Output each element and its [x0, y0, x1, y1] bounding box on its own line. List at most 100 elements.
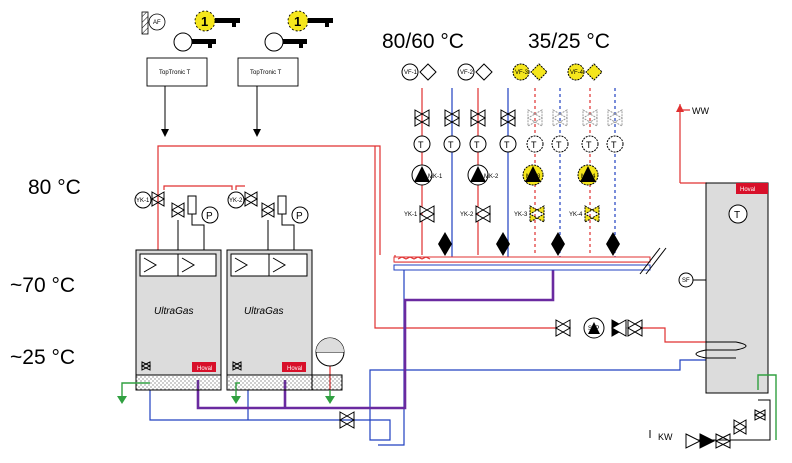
thermostat-icon — [475, 63, 493, 81]
controller-label: TopTronic T — [159, 70, 191, 76]
valve-icon — [244, 191, 258, 207]
pressure-gauge-icon — [291, 206, 309, 224]
heating-circuits: VF-1 T T MK-1 YK-1 VF-2 T T — [401, 63, 624, 256]
boiler-valve-group-1: YK-1 P — [134, 191, 219, 250]
return-valve-icon[interactable] — [338, 411, 356, 429]
thermostat-icon — [419, 63, 437, 81]
controller-panel — [146, 57, 208, 87]
svg-text:VF-4: VF-4 — [570, 70, 584, 76]
heat-exchanger-icon — [230, 253, 270, 277]
loading-circuit: SLP — [554, 317, 644, 339]
svg-text:MK-3: MK-3 — [526, 174, 541, 180]
svg-text:T: T — [531, 140, 537, 150]
controller-1[interactable]: 1 TopTronic T — [146, 10, 240, 137]
thermometer-icon — [413, 135, 431, 153]
temp-label-70: ~70 °C — [10, 274, 75, 297]
drain-valve-icon — [140, 361, 152, 371]
check-valve-icon — [496, 232, 510, 256]
mixing-valve-icon — [418, 205, 436, 223]
cold-water-inlet: KW — [649, 374, 777, 449]
svg-text:MK-1: MK-1 — [428, 174, 443, 180]
thermometer-icon — [499, 135, 517, 153]
svg-text:Hoval: Hoval — [740, 187, 755, 193]
check-valve-icon — [699, 433, 716, 449]
expansion-icon — [187, 195, 197, 215]
thermometer-icon — [581, 135, 599, 153]
circuit-1: VF-1 T T MK-1 YK-1 — [401, 63, 461, 256]
valve-icon — [443, 109, 461, 127]
valve-icon — [714, 433, 732, 449]
svg-text:YK-4: YK-4 — [569, 212, 583, 218]
flow-sensor — [567, 63, 585, 81]
mixing-valve-icon — [528, 205, 546, 223]
storage-tank[interactable]: Hoval T SF — [678, 182, 769, 394]
key-number: 1 — [294, 14, 301, 29]
controller-2[interactable]: 1 TopTronic T — [237, 10, 333, 137]
svg-text:YK-3: YK-3 — [514, 212, 528, 218]
drain-lines — [117, 382, 335, 404]
outdoor-sensor: AF — [141, 11, 166, 35]
brand-badge — [736, 183, 768, 194]
heat-exchanger-icon — [139, 253, 179, 277]
svg-text:P: P — [206, 211, 213, 222]
boiler-2[interactable]: UltraGas Hoval — [226, 249, 313, 391]
flow-sensor — [512, 63, 530, 81]
brand-badge — [192, 362, 216, 372]
boiler-brand: UltraGas — [154, 306, 193, 317]
svg-text:YK-2: YK-2 — [229, 198, 243, 204]
flow-sensor — [457, 63, 475, 81]
valve-icon — [581, 109, 599, 127]
svg-text:T: T — [474, 140, 480, 150]
mixing-valve-icon — [583, 205, 601, 223]
safety-valve-icon — [733, 419, 747, 435]
boiler-1[interactable]: UltraGas Hoval — [135, 249, 222, 391]
svg-text:VF-1: VF-1 — [404, 70, 418, 76]
svg-text:SLP: SLP — [588, 326, 599, 332]
thermometer-icon — [606, 135, 624, 153]
boiler-valve-sensor — [134, 191, 152, 209]
valve-icon — [626, 319, 644, 337]
pressure-gauge-icon — [201, 206, 219, 224]
key-icon — [215, 18, 240, 23]
brand-badge — [282, 362, 306, 372]
drain-valve-icon — [231, 361, 243, 371]
valve-icon — [413, 109, 431, 127]
check-valve-icon — [551, 232, 565, 256]
check-valve-icon — [438, 232, 452, 256]
valve-icon — [753, 409, 767, 421]
circuit-3: VF-3 T T MK-3 YK-3 — [512, 63, 569, 256]
valve-icon — [499, 109, 517, 127]
svg-text:T: T — [504, 140, 510, 150]
svg-text:MK-4: MK-4 — [581, 174, 596, 180]
thermometer-icon — [526, 135, 544, 153]
temp-label-80: 80 °C — [28, 176, 81, 199]
valve-icon — [469, 109, 487, 127]
distribution-header — [393, 247, 667, 275]
thermostat-icon — [585, 63, 603, 81]
svg-text:VF-2: VF-2 — [460, 70, 474, 76]
svg-text:Hoval: Hoval — [287, 366, 302, 372]
svg-text:VF-3: VF-3 — [515, 70, 529, 76]
svg-text:YK-1: YK-1 — [404, 212, 418, 218]
svg-text:Hoval: Hoval — [197, 366, 212, 372]
thermometer-icon — [469, 135, 487, 153]
svg-text:MK-2: MK-2 — [484, 174, 499, 180]
circuit-2: VF-2 T T MK-2 YK-2 — [457, 63, 517, 256]
svg-text:YK-1: YK-1 — [136, 198, 150, 204]
svg-text:SF: SF — [682, 278, 690, 284]
valve-icon — [526, 109, 544, 127]
thermostat-icon — [530, 63, 548, 81]
svg-text:T: T — [734, 210, 740, 221]
boiler-valve-sensor — [227, 191, 245, 209]
boiler-valve-group-2: YK-2 P — [227, 191, 309, 250]
valve-icon — [551, 109, 569, 127]
hot-water-label: WW — [692, 106, 709, 116]
valve-icon — [151, 191, 165, 207]
thermometer-icon — [551, 135, 569, 153]
svg-text:T: T — [448, 140, 454, 150]
key-icon — [308, 18, 333, 23]
flow-sensor — [401, 63, 419, 81]
thermometer-icon — [443, 135, 461, 153]
